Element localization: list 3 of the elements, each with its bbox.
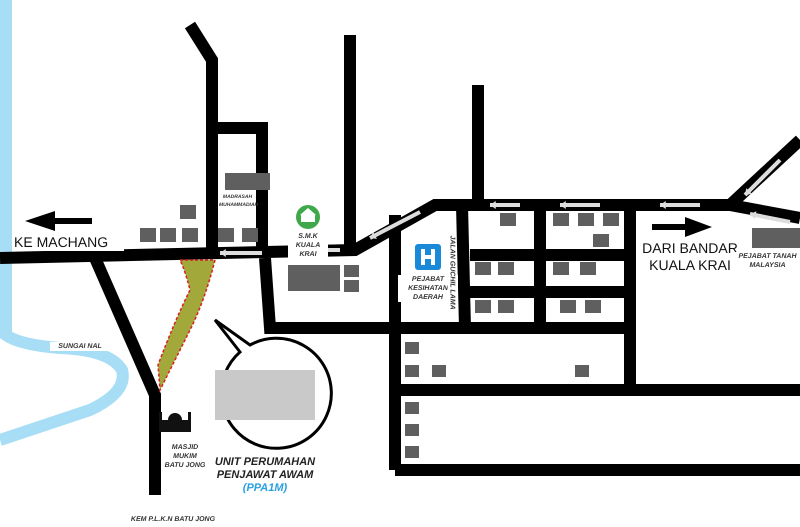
site-area <box>157 259 216 391</box>
place-name: (PPA1M) <box>240 484 290 493</box>
direction-text: KE MACHANG <box>14 234 124 251</box>
